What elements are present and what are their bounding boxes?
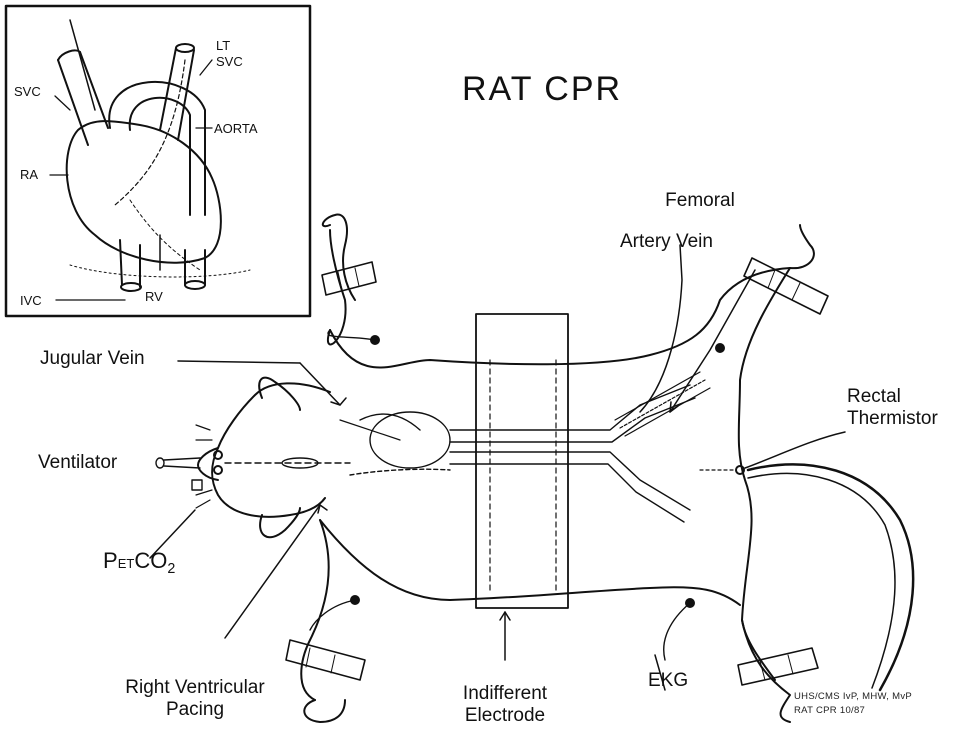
label-ra: RA xyxy=(20,167,38,182)
label-petco2: PETCO2 xyxy=(103,548,175,577)
lt-svc-tube xyxy=(160,48,194,140)
label-indifferent: Indifferent xyxy=(435,683,575,705)
credit-line-2: RAT CPR 10/87 xyxy=(794,704,865,718)
label-femoral: Femoral xyxy=(640,190,760,212)
label-jugular-vein: Jugular Vein xyxy=(40,348,145,370)
label-lt-svc: SVC xyxy=(216,54,243,69)
label-rv: RV xyxy=(145,289,163,304)
rat-body-lower xyxy=(320,520,740,605)
label-lt: LT xyxy=(216,38,230,53)
petco2-p: P xyxy=(103,548,118,573)
label-thermistor: Thermistor xyxy=(847,408,938,430)
rat-ear-bottom xyxy=(260,508,300,537)
label-aorta: AORTA xyxy=(214,121,258,136)
ekg-electrodes xyxy=(310,330,724,660)
inset-frame xyxy=(6,6,310,316)
diagram-title: RAT CPR xyxy=(462,70,622,109)
limb-straps xyxy=(286,258,828,685)
internal-vessels xyxy=(350,385,695,522)
label-pacing: Pacing xyxy=(100,699,290,721)
label-right-ventricular: Right Ventricular xyxy=(100,677,290,699)
credit-line-1: UHS/CMS IvP, MHW, MvP xyxy=(794,690,912,704)
label-svc: SVC xyxy=(14,84,41,99)
label-electrode: Electrode xyxy=(435,705,575,727)
heart-outline xyxy=(67,121,221,263)
label-ivc: IVC xyxy=(20,293,42,308)
aortic-arch xyxy=(109,82,205,215)
petco2-co: CO xyxy=(134,548,167,573)
hind-leg-bottom xyxy=(742,620,790,722)
rat-head xyxy=(212,383,330,516)
rat-tail xyxy=(748,464,913,690)
front-leg-bottom xyxy=(301,520,328,700)
hind-leg-top xyxy=(790,225,814,268)
petco2-subscript: 2 xyxy=(167,561,175,577)
label-rectal: Rectal xyxy=(847,386,901,408)
front-leg-top xyxy=(328,230,346,344)
femoral-catheters xyxy=(615,372,710,436)
ventilator-tube xyxy=(156,458,350,490)
label-artery-vein: Artery Vein xyxy=(620,231,713,253)
label-ekg: EKG xyxy=(648,670,688,692)
petco2-et: ET xyxy=(118,556,135,571)
label-ventilator: Ventilator xyxy=(38,452,117,474)
heart-in-body xyxy=(370,412,450,468)
